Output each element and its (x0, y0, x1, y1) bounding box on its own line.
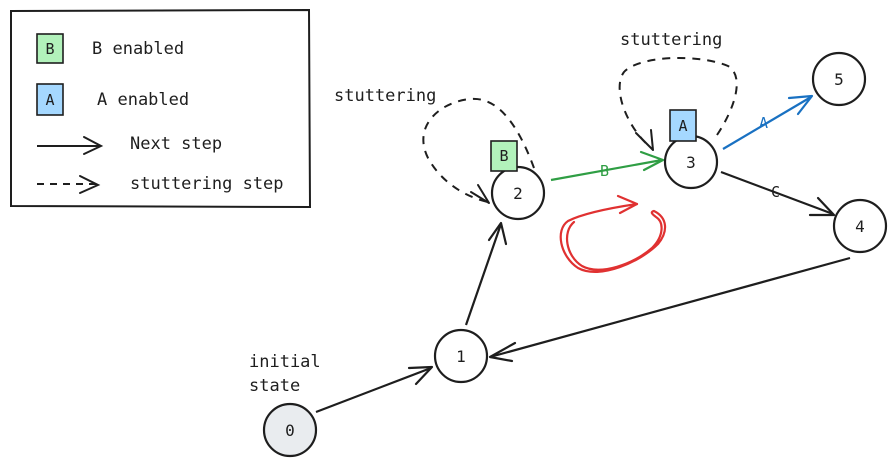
edge-2-to-3-b-arrowhead (639, 150, 665, 172)
edge-3-to-4-c (720, 170, 834, 216)
edge-3-to-4-c-label: C (771, 183, 780, 201)
state-2-b-badge-text: B (499, 147, 508, 165)
initial-state-label-line2: state (249, 376, 300, 396)
state-3: 3 A (663, 109, 719, 190)
edge-4-to-1-arrowhead (488, 341, 517, 363)
stuttering-label-left: stuttering (334, 86, 436, 106)
legend-a-swatch (36, 83, 64, 116)
state-4-circle (832, 198, 888, 254)
state-4: 4 (832, 198, 888, 254)
edge-2-to-3-b-label: B (600, 162, 609, 180)
legend-b-badge-text: B (45, 40, 54, 58)
state-1: 1 (433, 328, 489, 384)
edge-2-to-3-b (550, 158, 663, 182)
legend-next-arrowhead (83, 136, 104, 155)
edge-0-to-1 (315, 366, 432, 414)
state-5-label: 5 (834, 70, 844, 89)
state-0: 0 (262, 402, 318, 458)
state-1-circle (433, 328, 489, 384)
legend-next-label: Next step (130, 134, 222, 154)
edge-0-to-1-arrowhead (407, 365, 434, 386)
state-2-label: 2 (513, 184, 523, 203)
legend-frame (10, 8, 312, 209)
edge-1-to-2-arrowhead (487, 221, 508, 246)
legend-a-label: A enabled (97, 90, 189, 110)
edge-3-to-5-a-label: A (759, 114, 768, 132)
state-5-circle (811, 51, 867, 107)
legend-b-label: B enabled (92, 39, 184, 59)
edge-4-to-1 (489, 256, 851, 359)
initial-state-label-line1: initial (249, 352, 321, 372)
stutter-loop-state-3 (618, 56, 738, 148)
state-3-a-badge (669, 109, 697, 142)
state-2-circle (490, 165, 546, 221)
stutter-loop-state-3-arrowhead (635, 129, 654, 151)
state-3-a-badge-text: A (678, 117, 687, 135)
legend-b-swatch (36, 33, 64, 64)
state-0-label: 0 (285, 421, 295, 440)
legend-stutter-arrowhead (79, 175, 101, 194)
edge-3-to-5-a (722, 96, 812, 150)
state-2-b-badge (490, 140, 518, 172)
legend-a-badge-text: A (45, 91, 54, 109)
legend: B B enabled A A enabled Next step stutte… (10, 8, 312, 209)
state-0-circle (262, 402, 318, 458)
state-1-label: 1 (456, 347, 466, 366)
legend-stutter-label: stuttering step (130, 174, 284, 194)
state-5: 5 (811, 51, 867, 107)
red-loop-scribble (559, 202, 667, 273)
state-3-label: 3 (686, 153, 696, 172)
edge-1-to-2 (464, 223, 503, 326)
red-loop-arrowhead (616, 194, 639, 215)
edge-3-to-5-a-arrowhead (787, 94, 814, 116)
stutter-loop-state-2-arrowhead (470, 184, 490, 204)
edge-3-to-4-c-arrowhead (808, 196, 836, 217)
state-4-label: 4 (855, 217, 865, 236)
stutter-loop-state-2 (422, 97, 535, 203)
state-2: 2 B (490, 140, 546, 221)
stuttering-label-right: stuttering (620, 30, 722, 50)
